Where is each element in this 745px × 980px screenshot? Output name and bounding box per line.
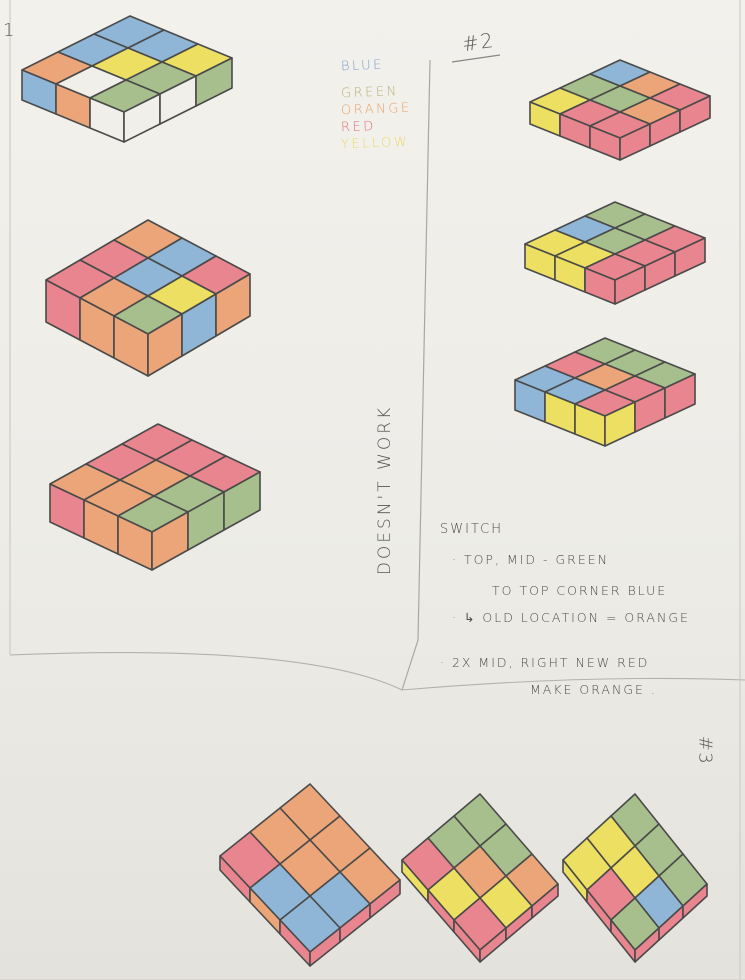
note-line-5: Make Orange . <box>530 682 657 697</box>
cube-sketch-7 <box>218 780 403 980</box>
legend-green: Green <box>341 84 412 101</box>
note-line-1: · Top, Mid - Green <box>452 552 609 567</box>
legend-blue: Blue <box>341 57 412 74</box>
sketch-3-label: #3 <box>694 736 715 766</box>
cube-sketch-1 <box>30 14 240 194</box>
legend-red: Red <box>341 118 412 135</box>
cube-sketch-5 <box>515 200 715 350</box>
doesnt-work-note: Doesn't Work <box>375 405 395 575</box>
legend-orange: Orange <box>341 101 412 118</box>
cube-sketch-2 <box>48 218 258 418</box>
sketch-2-underline <box>452 55 500 62</box>
divider-line-vertical <box>402 60 430 690</box>
corner-mark: 1 <box>3 20 16 41</box>
legend-yellow: Yellow <box>341 135 412 152</box>
cube-sketch-9 <box>560 790 710 980</box>
note-line-2: to Top Corner Blue <box>492 583 667 598</box>
note-line-4: · 2x Mid, Right New Red <box>440 655 649 670</box>
note-line-3: · ↳ Old Location = Orange <box>452 610 690 625</box>
cube-sketch-3 <box>58 422 273 622</box>
sketch-2-label: #2 <box>460 28 496 56</box>
color-legend: Blue Green Orange Red Yellow <box>341 58 412 133</box>
cube-sketch-8 <box>400 790 560 980</box>
note-heading: Switch <box>440 522 503 537</box>
cube-sketch-6 <box>505 336 705 516</box>
